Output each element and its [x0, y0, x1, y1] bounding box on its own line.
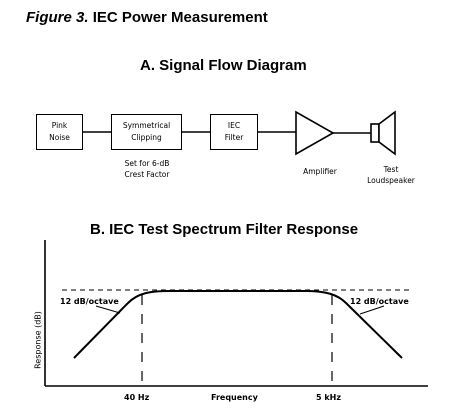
y-axis-label: Response (dB)	[33, 311, 43, 369]
amplifier-label: Amplifier	[303, 167, 337, 176]
slope-left-label: 12 dB/octave	[60, 297, 119, 306]
pink-noise-block: Pink Noise	[36, 114, 83, 150]
loudspeaker-label: Test Loudspeaker	[367, 165, 415, 185]
symmetrical-clipping-block: Symmetrical Clipping	[111, 114, 182, 150]
slope-left-pointer	[95, 305, 121, 314]
clipping-note: Set for 6-dB Crest Factor	[124, 159, 170, 179]
section-a-title: A. Signal Flow Diagram	[140, 57, 307, 74]
section-b-title: B. IEC Test Spectrum Filter Response	[90, 221, 359, 238]
x-axis-label: Frequency	[211, 393, 258, 402]
tick-5khz-label: 5 kHz	[316, 393, 342, 402]
filter-response-curve	[73, 290, 403, 359]
loudspeaker-magnet-icon	[370, 123, 380, 143]
figure-label: Figure 3.	[26, 9, 89, 26]
tick-40hz-label: 40 Hz	[124, 393, 150, 402]
loudspeaker-cone-icon	[378, 110, 396, 156]
amplifier-icon	[295, 110, 335, 156]
slope-right-pointer	[359, 305, 385, 315]
slope-right-label: 12 dB/octave	[350, 297, 409, 306]
iec-filter-block: IEC Filter	[210, 114, 258, 150]
figure-title-text: IEC Power Measurement	[92, 9, 268, 26]
figure-title: Figure 3. IEC Power Measurement	[26, 9, 268, 26]
